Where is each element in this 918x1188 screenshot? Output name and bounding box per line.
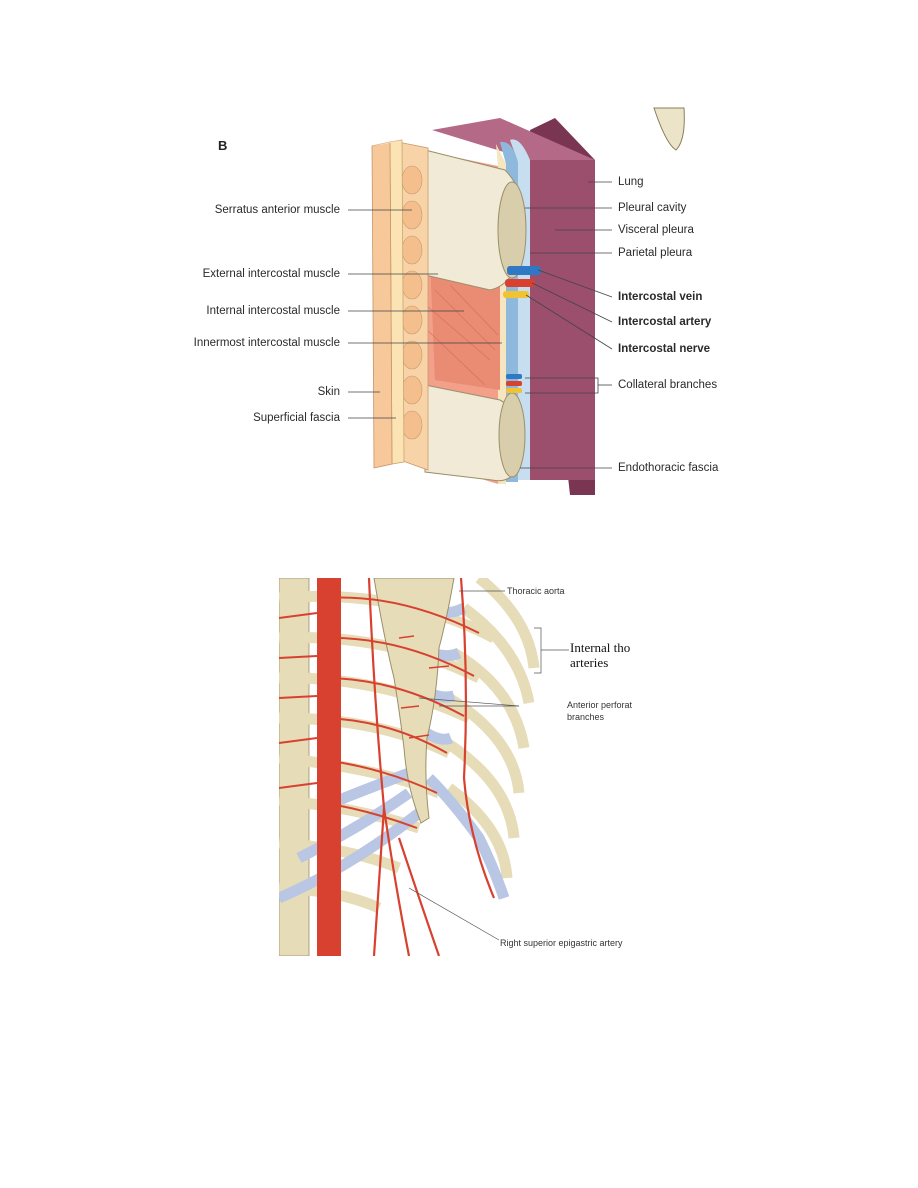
internal-thoracic-arteries	[367, 578, 496, 956]
skin-top	[372, 140, 402, 146]
intercostal-vein	[507, 266, 541, 275]
intercostal-arteries	[279, 596, 480, 829]
serratus-digitations	[401, 165, 423, 440]
label-collateral-branches: Collateral branches	[618, 379, 718, 391]
intercostal-illustration	[348, 107, 685, 495]
label-thoracic-aorta: Thoracic aorta	[507, 586, 565, 596]
thorax-leader-lines	[408, 590, 569, 941]
label-serratus-anterior: Serratus anterior muscle	[214, 204, 340, 216]
label-lung: Lung	[618, 176, 644, 188]
rib-tip-fragment	[653, 107, 685, 151]
thorax-illustration	[279, 578, 639, 956]
sternum	[373, 578, 455, 824]
label-intercostal-nerve: Intercostal nerve	[618, 343, 711, 355]
label-innermost-intercostal: Innermost intercostal muscle	[193, 337, 340, 349]
intercostal-nerve	[503, 291, 529, 298]
label-internal-thoracic-line2: arteries	[570, 655, 609, 670]
anterior-perforating-branches	[398, 635, 450, 739]
label-visceral-pleura: Visceral pleura	[618, 224, 694, 236]
label-right-superior-epigastric: Right superior epigastric artery	[500, 938, 623, 948]
collateral-vein	[506, 374, 522, 379]
collateral-nerve	[506, 388, 522, 393]
label-anterior-perforating-line1: Anterior perforat	[567, 700, 633, 710]
intercostal-artery	[505, 279, 535, 287]
label-anterior-perforating-line2: branches	[567, 712, 605, 722]
panel-letter: B	[218, 138, 228, 153]
label-skin: Skin	[317, 386, 340, 398]
label-intercostal-vein: Intercostal vein	[618, 291, 703, 303]
intercostal-space-diagram: B Serratus anterior muscle External inte…	[194, 100, 720, 495]
label-endothoracic-fascia: Endothoracic fascia	[618, 462, 719, 474]
right-leader-lines	[520, 181, 613, 469]
lung	[530, 160, 595, 480]
label-parietal-pleura: Parietal pleura	[618, 247, 693, 259]
label-internal-intercostal: Internal intercostal muscle	[206, 305, 340, 317]
left-leader-lines	[348, 209, 502, 419]
lung-top	[432, 118, 595, 160]
label-intercostal-artery: Intercostal artery	[618, 316, 712, 328]
thoracic-aorta-trunk	[317, 578, 335, 956]
superficial-fascia-layer	[389, 139, 405, 465]
label-internal-thoracic-line1: Internal tho	[570, 640, 631, 655]
lower-rib-section	[498, 392, 526, 478]
internal-intercostal-muscle	[430, 260, 500, 390]
upper-rib-section	[497, 181, 527, 279]
collateral-artery	[506, 381, 522, 386]
label-external-intercostal: External intercostal muscle	[202, 268, 340, 280]
label-pleural-cavity: Pleural cavity	[618, 202, 687, 214]
thoracic-arteries-diagram: Thoracic aorta Internal tho arteries Ant…	[279, 578, 639, 956]
skin-layer	[371, 141, 393, 469]
right-ribs	[444, 578, 540, 879]
label-superficial-fascia: Superficial fascia	[253, 412, 340, 424]
